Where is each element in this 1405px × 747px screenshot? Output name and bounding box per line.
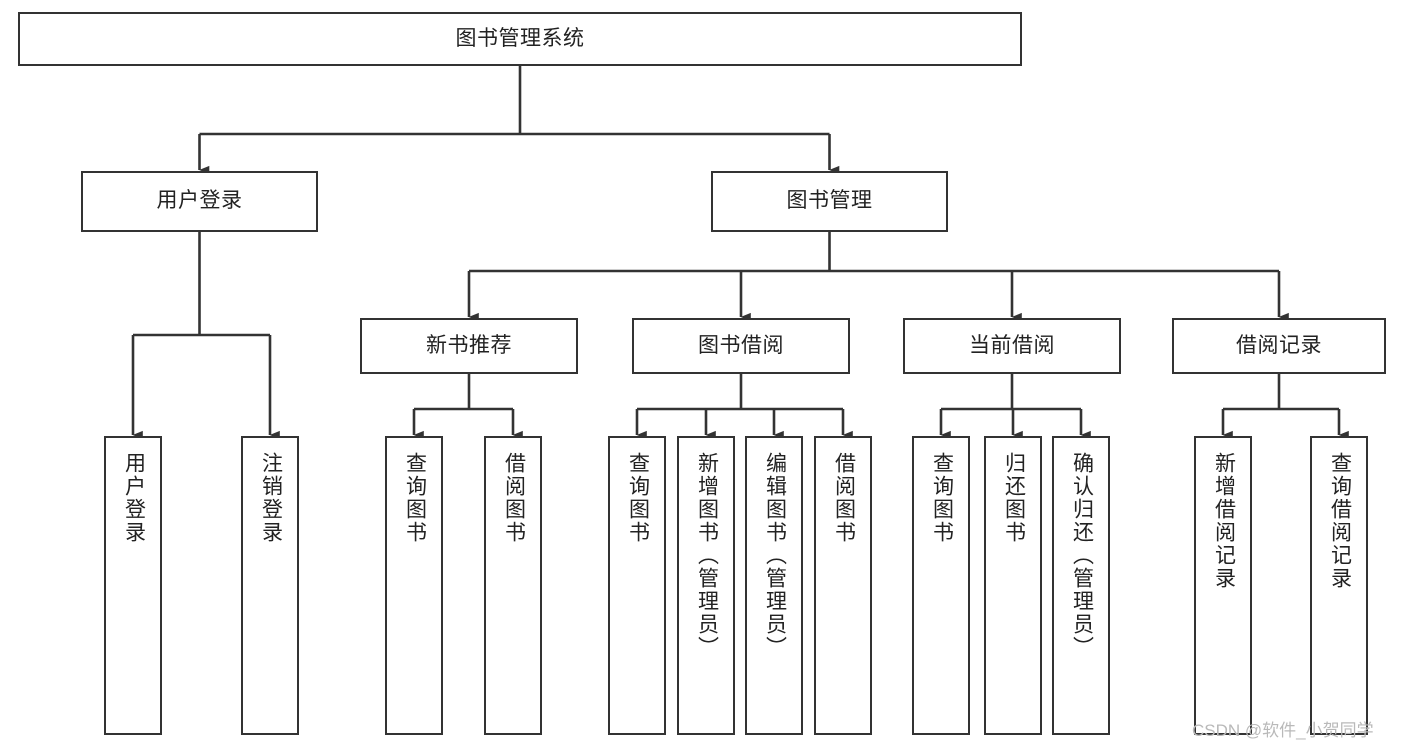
node-label-leaf-query-book-3: 查询图书 bbox=[930, 452, 954, 544]
node-leaf-add-borrow-record[interactable]: 新增借阅记录 bbox=[1194, 436, 1252, 735]
node-leaf-user-logout[interactable]: 注销登录 bbox=[241, 436, 299, 735]
node-leaf-return-book[interactable]: 归还图书 bbox=[984, 436, 1042, 735]
node-user-login[interactable]: 用户登录 bbox=[81, 171, 318, 232]
node-leaf-query-borrow-record[interactable]: 查询借阅记录 bbox=[1310, 436, 1368, 735]
node-label-borrow-record: 借阅记录 bbox=[1236, 333, 1322, 357]
node-label-leaf-query-book-1: 查询图书 bbox=[403, 452, 427, 544]
node-label-leaf-return-book: 归还图书 bbox=[1002, 452, 1026, 544]
csdn-watermark: CSDN @软件_小贺同学 bbox=[1192, 721, 1374, 740]
node-leaf-query-book-2[interactable]: 查询图书 bbox=[608, 436, 666, 735]
node-leaf-borrow-book-2[interactable]: 借阅图书 bbox=[814, 436, 872, 735]
node-book-borrow[interactable]: 图书借阅 bbox=[632, 318, 850, 374]
node-label-leaf-borrow-book-2: 借阅图书 bbox=[832, 452, 856, 544]
node-leaf-add-book-admin[interactable]: 新增图书（管理员） bbox=[677, 436, 735, 735]
node-root[interactable]: 图书管理系统 bbox=[18, 12, 1022, 66]
node-label-leaf-add-book-admin: 新增图书（管理员） bbox=[695, 452, 719, 659]
node-new-book-rec[interactable]: 新书推荐 bbox=[360, 318, 578, 374]
node-label-current-borrow: 当前借阅 bbox=[969, 333, 1055, 357]
node-leaf-user-login[interactable]: 用户登录 bbox=[104, 436, 162, 735]
node-label-leaf-user-logout: 注销登录 bbox=[259, 452, 283, 544]
node-label-book-manage: 图书管理 bbox=[786, 189, 873, 213]
node-leaf-query-book-3[interactable]: 查询图书 bbox=[912, 436, 970, 735]
node-book-manage[interactable]: 图书管理 bbox=[711, 171, 948, 232]
node-label-leaf-confirm-return-admin: 确认归还（管理员） bbox=[1070, 452, 1094, 659]
node-label-user-login: 用户登录 bbox=[156, 189, 243, 213]
node-label-leaf-query-borrow-record: 查询借阅记录 bbox=[1328, 452, 1352, 590]
node-current-borrow[interactable]: 当前借阅 bbox=[903, 318, 1121, 374]
node-leaf-edit-book-admin[interactable]: 编辑图书（管理员） bbox=[745, 436, 803, 735]
node-label-leaf-add-borrow-record: 新增借阅记录 bbox=[1212, 452, 1236, 590]
node-label-leaf-user-login: 用户登录 bbox=[122, 452, 146, 544]
node-label-root: 图书管理系统 bbox=[455, 26, 585, 50]
node-label-leaf-query-book-2: 查询图书 bbox=[626, 452, 650, 544]
node-label-leaf-borrow-book-1: 借阅图书 bbox=[502, 452, 526, 544]
node-leaf-borrow-book-1[interactable]: 借阅图书 bbox=[484, 436, 542, 735]
node-label-leaf-edit-book-admin: 编辑图书（管理员） bbox=[763, 452, 787, 659]
node-leaf-query-book-1[interactable]: 查询图书 bbox=[385, 436, 443, 735]
node-label-new-book-rec: 新书推荐 bbox=[426, 333, 512, 357]
node-leaf-confirm-return-admin[interactable]: 确认归还（管理员） bbox=[1052, 436, 1110, 735]
node-label-book-borrow: 图书借阅 bbox=[698, 333, 784, 357]
node-borrow-record[interactable]: 借阅记录 bbox=[1172, 318, 1386, 374]
